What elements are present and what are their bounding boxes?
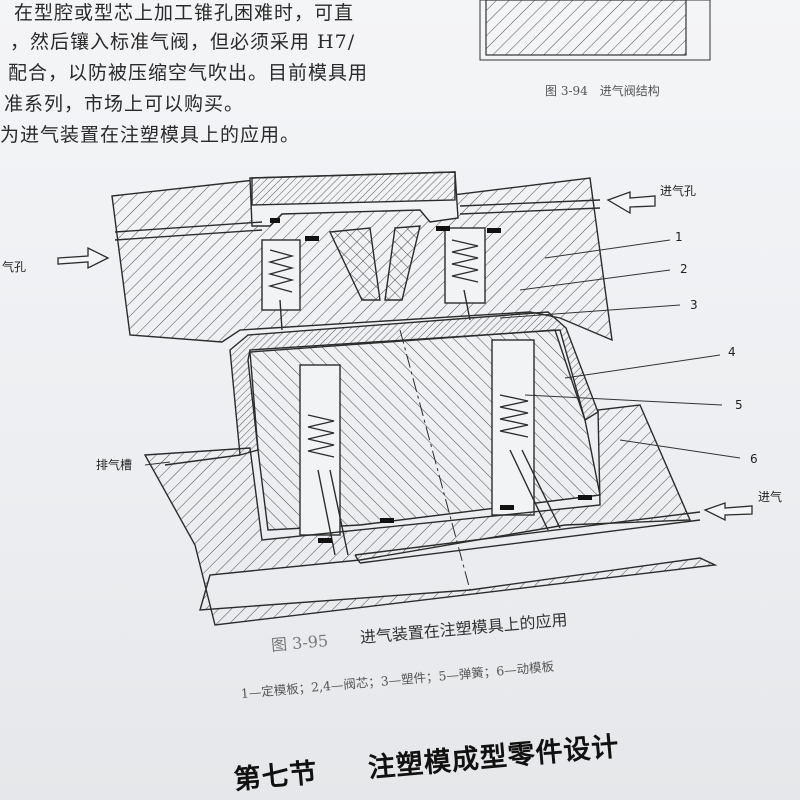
sprue-bushing <box>249 171 459 301</box>
label-2: 2 <box>680 262 688 276</box>
label-inlet-top-right: 进气孔 <box>660 184 697 198</box>
leader-lines <box>144 239 741 466</box>
label-6: 6 <box>750 452 758 466</box>
body-line-4: 准系列，市场上可以购买。 <box>4 93 245 115</box>
figure-94-outline <box>479 0 711 61</box>
body-line-3: 配合，以防被压缩空气吹出。目前模具用 <box>8 62 369 84</box>
label-vent-groove: 排气槽 <box>96 458 133 472</box>
body-line-2: ，然后镶入标准气阀，但必须采用 H7/ <box>10 31 356 53</box>
figure-94-caption: 图 3-94 进气阀结构 <box>545 84 660 98</box>
body-line-1: 在型腔或型芯上加工锥孔困难时，可直 <box>14 2 355 24</box>
air-channel-top-left <box>114 221 263 233</box>
valve-core-top-right <box>444 227 486 321</box>
inlet-arrow-bottom-right <box>703 502 753 522</box>
label-4: 4 <box>728 345 736 359</box>
inlet-arrow-left <box>57 246 110 270</box>
body-line-5: 为进气装置在注塑模具上的应用。 <box>0 124 301 146</box>
valve-core-lower-left <box>299 364 349 556</box>
air-channel-bottom <box>354 511 701 556</box>
seal-marks <box>270 218 592 543</box>
air-channel-top-right <box>459 199 601 207</box>
valve-core-top-left <box>261 239 301 331</box>
label-5: 5 <box>735 398 743 412</box>
vent-groove-line <box>164 454 241 466</box>
section-number: 第七节 <box>232 757 319 796</box>
figure-95-number: 图 3-95 <box>270 631 329 655</box>
label-3: 3 <box>690 298 698 312</box>
label-inlet-left: 气孔 <box>2 260 27 274</box>
label-inlet-bottom-right: 进气 <box>758 490 783 504</box>
label-1: 1 <box>675 230 683 244</box>
moving-plate-6 <box>143 404 718 626</box>
inlet-arrow-top-right <box>606 191 656 215</box>
plastic-part-3 <box>229 311 599 456</box>
